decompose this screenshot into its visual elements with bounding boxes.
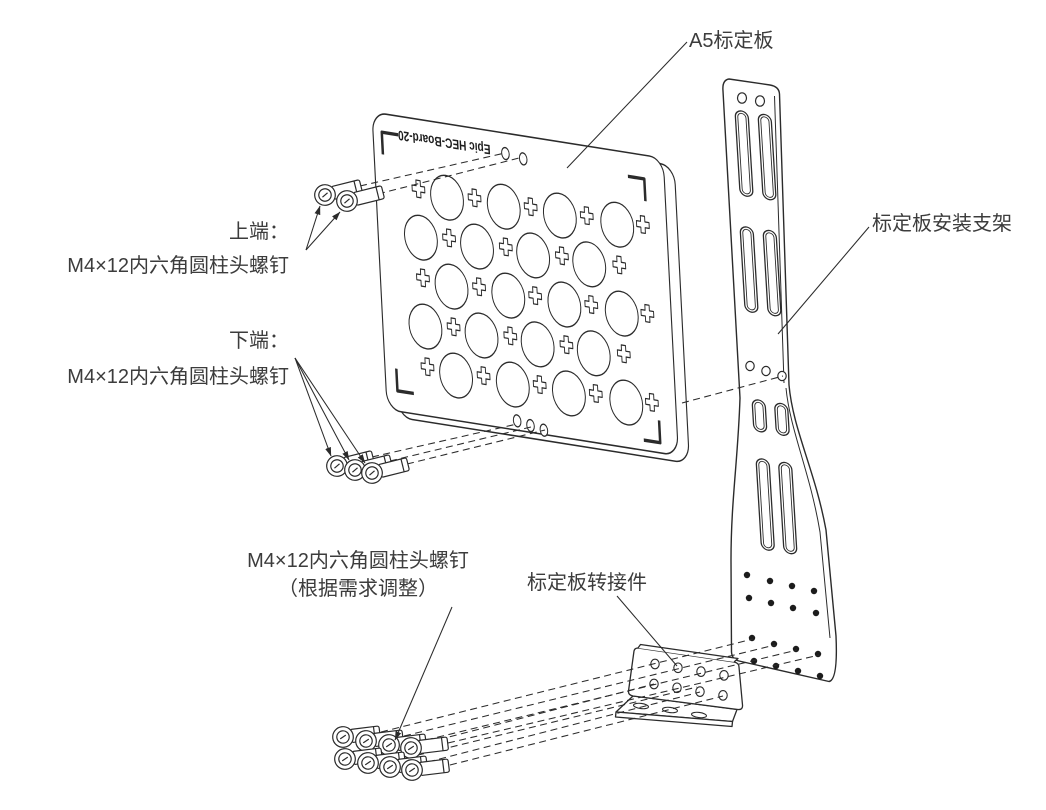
leader-a5-board — [566, 41, 688, 169]
label-lower-screws: 下端： M4×12内六角圆柱头螺钉 — [67, 323, 289, 395]
leader-upper-screw-2 — [305, 211, 341, 251]
label-a5-board: A5标定板 — [689, 30, 774, 52]
leader-mount-bracket — [777, 226, 870, 335]
leader-lines — [294, 41, 870, 741]
bracket-edge-thickness — [774, 95, 785, 384]
leader-adjust-screws — [394, 606, 453, 741]
label-lower-screw-spec: M4×12内六角圆柱头螺钉 — [67, 366, 289, 388]
board-corner-fiducials — [380, 130, 662, 445]
adapter-face-holes — [649, 658, 729, 701]
label-upper-screw-spec: M4×12内六角圆柱头螺钉 — [67, 255, 289, 277]
leader-upper-screw-1 — [305, 205, 321, 251]
label-adjust-note: （根据需求调整） — [278, 578, 438, 600]
leader-adapter — [616, 595, 678, 667]
leader-lower-screw-2 — [294, 357, 350, 461]
label-upper-end: 上端： — [229, 221, 289, 243]
label-lower-end: 下端： — [229, 330, 289, 352]
bracket-threaded-holes — [743, 571, 824, 680]
calibration-board: Epic HEC-Board-20 — [372, 113, 690, 463]
board-circle-pattern — [403, 174, 644, 426]
leader-lower-screw-3 — [294, 357, 366, 464]
label-adjust-screws: M4×12内六角圆柱头螺钉 （根据需求调整） — [238, 547, 478, 603]
bracket-fold-line — [785, 387, 831, 639]
label-adapter: 标定板转接件 — [527, 572, 647, 594]
adapter-bracket — [614, 643, 744, 728]
label-adjust-screw-spec: M4×12内六角圆柱头螺钉 — [247, 550, 469, 572]
mounting-bracket — [722, 78, 838, 683]
bracket-top-holes — [736, 92, 766, 107]
label-upper-screws: 上端： M4×12内六角圆柱头螺钉 — [67, 215, 289, 283]
label-mount-bracket: 标定板安装支架 — [872, 213, 1012, 235]
leader-lower-screw-1 — [294, 357, 332, 457]
assembly-axis-lines — [359, 152, 820, 766]
